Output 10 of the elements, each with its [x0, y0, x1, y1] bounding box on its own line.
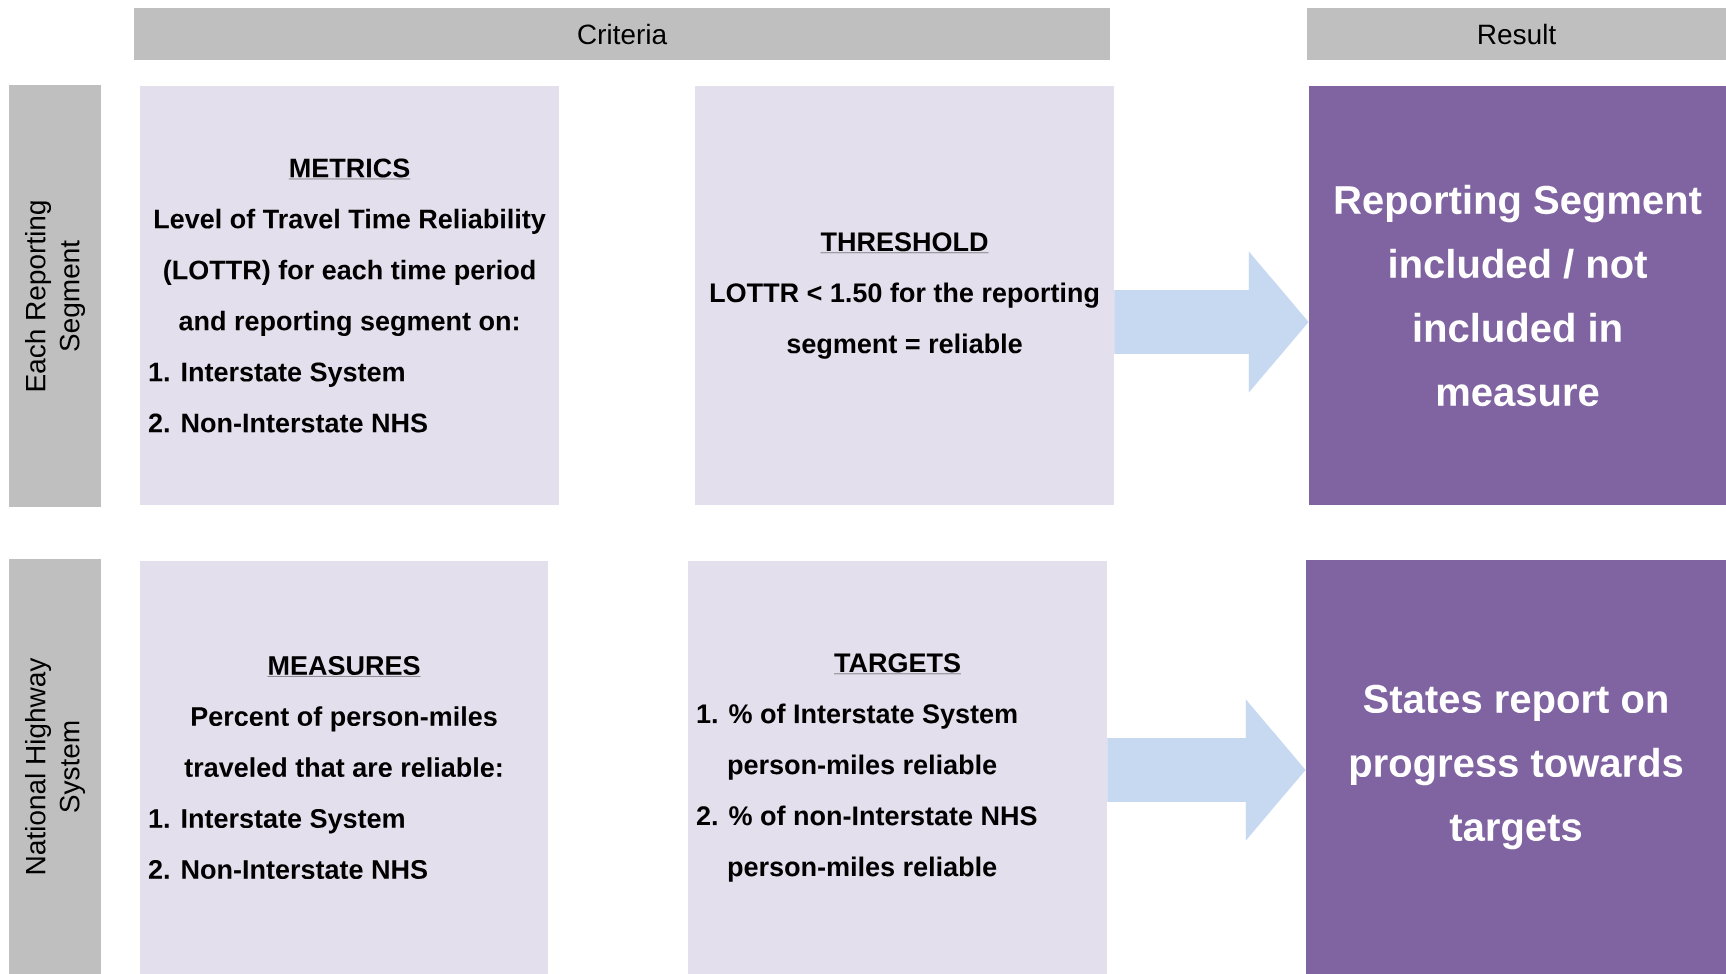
- side-band: Each Reporting Segment: [9, 85, 101, 507]
- criteria-box: MEASURES Percent of person-miles traveled that are reliable: 1. Interstate System 2. Non-Interstate NHS: [140, 561, 548, 974]
- criteria-box: TARGETS 1. % of Interstate System person-miles reliable 2. % of non-Interstate NHS person-miles reliable: [688, 561, 1107, 974]
- header-bar: Criteria: [134, 8, 1110, 60]
- criteria-box: THRESHOLD LOTTR < 1.50 for the reporting segment = reliable: [695, 86, 1114, 505]
- result-box: States report on progress towards targets: [1306, 560, 1726, 974]
- side-band: National Highway System: [9, 559, 101, 974]
- criteria-box: METRICS Level of Travel Time Reliability (LOTTR) for each time period and reporting segment on: 1. Interstate System 2. Non-Interstate NHS: [140, 86, 559, 505]
- result-box: Reporting Segment included / not included in measure: [1309, 86, 1726, 505]
- header-bar: Result: [1307, 8, 1726, 60]
